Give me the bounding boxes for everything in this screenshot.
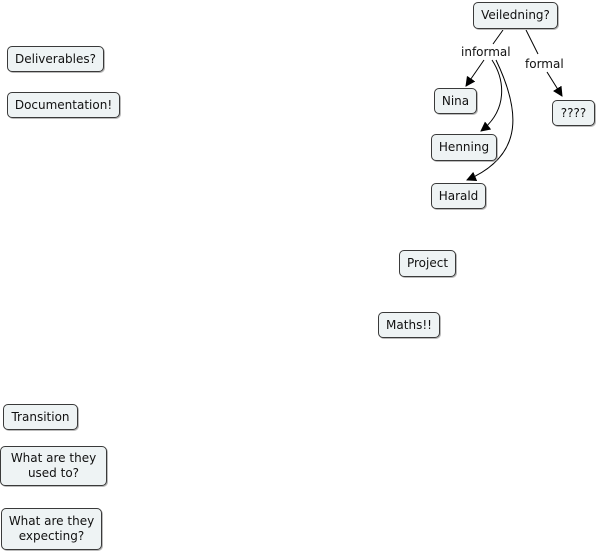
link-label-informal: informal [460,45,512,59]
node-unknown[interactable]: ???? [552,100,595,126]
node-nina[interactable]: Nina [434,88,477,114]
arrow-formal-unknown [546,71,563,97]
node-harald[interactable]: Harald [431,183,486,209]
node-documentation[interactable]: Documentation! [7,92,120,118]
node-veiledning[interactable]: Veiledning? [473,2,558,29]
arrow-informal-harald [466,59,514,182]
arrow-informal-henning [480,59,503,132]
node-deliverables[interactable]: Deliverables? [7,46,104,72]
node-henning[interactable]: Henning [431,134,497,161]
line-veiledning-formal [525,29,539,55]
node-maths[interactable]: Maths!! [378,312,440,338]
node-used-to[interactable]: What are they used to? [0,446,107,486]
node-expecting[interactable]: What are they expecting? [1,508,102,550]
arrow-informal-nina [465,59,485,87]
node-project[interactable]: Project [399,250,456,277]
link-label-formal: formal [524,57,565,71]
line-veiledning-informal [492,29,504,45]
node-transition[interactable]: Transition [3,404,78,430]
